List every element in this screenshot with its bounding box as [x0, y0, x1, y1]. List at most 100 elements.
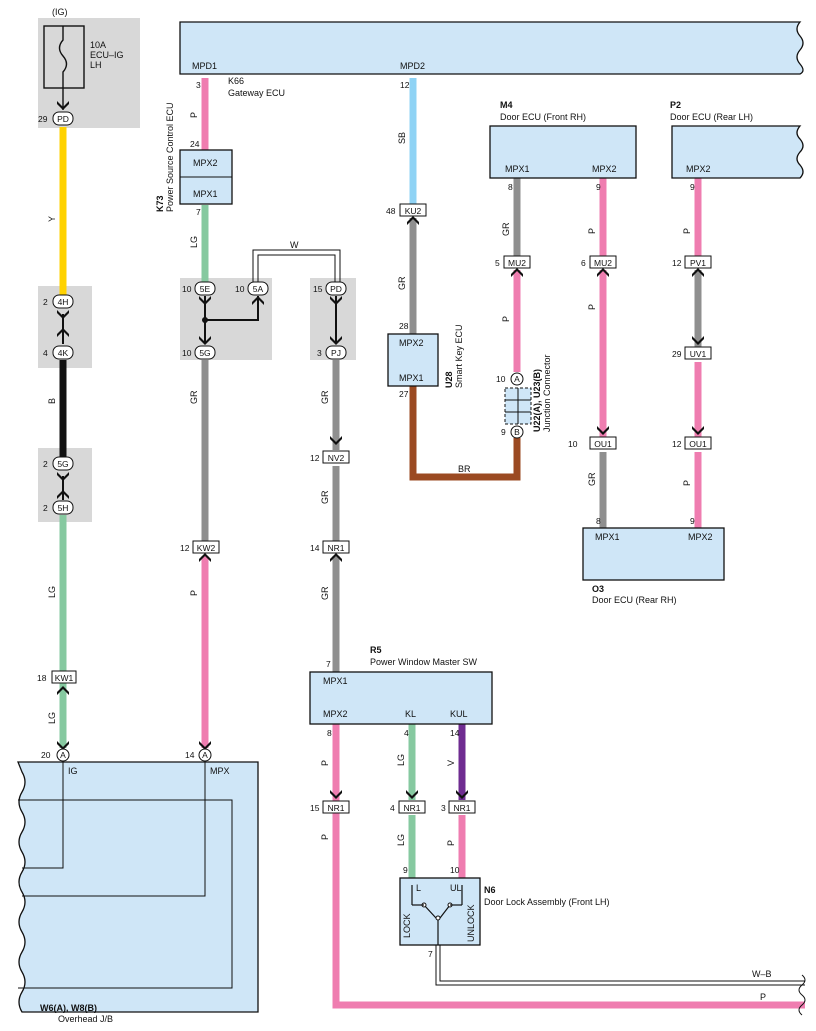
door-lock-unlock: UNLOCK: [466, 904, 476, 942]
conn-nr1a-label: NR1: [327, 803, 344, 813]
door-ecu-rl-box: [671, 125, 804, 179]
conn-ou1b: [684, 436, 712, 450]
pin-28: 28: [399, 321, 409, 331]
door-fr-pin1: MPX1: [505, 164, 530, 174]
conn-ku2-label: KU2: [405, 206, 422, 216]
chevron-uv1: [692, 336, 704, 345]
conn-kw2: [192, 540, 220, 554]
door-lock-name: Door Lock Assembly (Front LH): [484, 897, 610, 907]
chevron-pd2: [330, 296, 342, 305]
pin-4: 4: [43, 348, 48, 358]
wire-label-p8: P: [320, 760, 330, 766]
wire-label-v: V: [446, 760, 456, 766]
conn-pj: [325, 345, 347, 360]
pw-master-mpx2: MPX2: [323, 709, 348, 719]
wire-label-p1: P: [189, 112, 199, 118]
door-rl-pin1: MPX2: [686, 164, 711, 174]
pin-10a: 10: [182, 284, 192, 294]
pw-master-kl: KL: [405, 709, 416, 719]
power-source-id: K73: [155, 195, 165, 212]
chevron-pd: [57, 101, 69, 110]
pin-10e: 10: [568, 439, 578, 449]
conn-ou1: [589, 436, 617, 450]
power-window-master-box: [309, 671, 493, 725]
pw-master-mpx1: MPX1: [323, 676, 348, 686]
conn-pv1-label: PV1: [690, 258, 706, 268]
conn-pj-label: PJ: [331, 348, 341, 358]
pin-12c: 12: [400, 80, 410, 90]
pin-27: 27: [399, 389, 409, 399]
wire-label-p7: P: [682, 480, 692, 486]
chevron-kw1: [57, 686, 69, 695]
wire-label-p2: P: [189, 590, 199, 596]
smart-key-ecu-box: [387, 333, 439, 387]
conn-5h-label: 5H: [58, 503, 69, 513]
conn-5e: [194, 281, 216, 296]
chevron-ku2: [407, 216, 419, 225]
pin-8a: 8: [508, 182, 513, 192]
wire-w: [252, 249, 341, 282]
lock-switch: [423, 904, 437, 919]
conn-junction-a: [510, 372, 524, 386]
pin-14a: 14: [310, 543, 320, 553]
wire-label-lg2: LG: [47, 712, 57, 724]
wire-label-pbus: P: [760, 992, 766, 1002]
conn-nr1a: [322, 800, 350, 814]
door-rl-id: P2: [670, 100, 681, 110]
pin-15b: 15: [310, 803, 320, 813]
chevron-nr1c: [456, 790, 468, 799]
conn-nr1c: [448, 800, 476, 814]
conn-5g: [52, 456, 74, 471]
wire-label-gr4: GR: [320, 586, 330, 600]
junction-b-label: B: [514, 427, 520, 437]
door-lock-l: L: [416, 883, 421, 893]
wire-label-gr1: GR: [189, 390, 199, 404]
pin-9a: 9: [501, 427, 506, 437]
chevron-mu2: [511, 268, 523, 277]
chevrons: [57, 101, 704, 799]
overhead-ig: IG: [68, 766, 78, 776]
pw-master-kul: KUL: [450, 709, 468, 719]
wire-label-p9: P: [320, 834, 330, 840]
fuse-supply: (IG): [52, 7, 68, 17]
pin-29b: 29: [672, 349, 682, 359]
conn-5g-label: 5G: [57, 459, 68, 469]
fuse-rating: 10A: [90, 40, 106, 50]
conn-kw2-label: KW2: [197, 543, 216, 553]
gateway-pin1: MPD1: [192, 61, 217, 71]
wire-w-inner: [257, 254, 336, 282]
pin-3: 3: [196, 80, 201, 90]
door-fr-name: Door ECU (Front RH): [500, 112, 586, 122]
pin-7a: 7: [196, 207, 201, 217]
overhead-ig-line: [22, 762, 64, 869]
conn-4k-label: 4K: [58, 348, 69, 358]
chevron-nr1a: [330, 790, 342, 799]
chevron-ou1b: [692, 426, 704, 435]
fuse-area: [38, 18, 140, 128]
junction-line-h: [205, 296, 259, 321]
conn-kw1-label: KW1: [55, 673, 74, 683]
conn-pd2: [325, 281, 347, 296]
conn-nr1: [322, 540, 350, 554]
door-ecu-fr-box: [489, 125, 637, 179]
chevron-a-ig: [57, 741, 69, 750]
wire-label-br: BR: [458, 464, 471, 474]
junction-id: U22(A), U23(B): [532, 369, 542, 432]
chevron-nr1: [330, 553, 342, 562]
pin-29: 29: [38, 114, 48, 124]
conn-pd2-label: PD: [330, 284, 342, 294]
wire-label-w: W: [290, 240, 299, 250]
conn-a-ig-label: A: [60, 750, 66, 760]
fuse-box: [43, 25, 85, 89]
conn-4k: [52, 345, 74, 360]
conn-4h: [52, 294, 74, 309]
pin-10d: 10: [496, 374, 506, 384]
chevron-ou1: [597, 426, 609, 435]
pin-18: 18: [37, 673, 47, 683]
chevron-mu2b: [597, 268, 609, 277]
chevron-nv2: [330, 436, 342, 445]
smart-key-id: U28: [444, 371, 454, 388]
conn-uv1: [684, 346, 712, 360]
door-lock-id: N6: [484, 885, 496, 895]
pin-8c: 8: [327, 728, 332, 738]
